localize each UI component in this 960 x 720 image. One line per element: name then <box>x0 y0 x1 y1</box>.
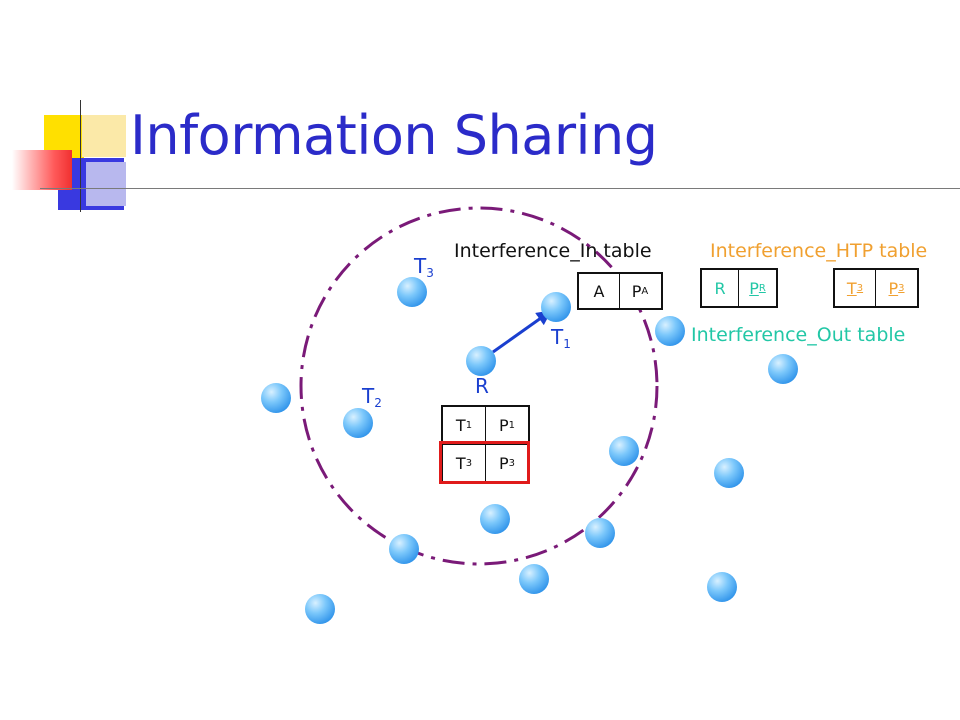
label-t1: T1 <box>551 325 571 351</box>
link-arrow <box>492 310 552 354</box>
node <box>714 458 744 488</box>
highlight-box <box>439 441 530 484</box>
node <box>389 534 419 564</box>
node <box>519 564 549 594</box>
label-r: R <box>475 374 489 398</box>
decor-pale-square <box>82 115 126 157</box>
sensor-nodes <box>261 277 798 624</box>
node-r <box>466 346 496 376</box>
label-t3: T3 <box>414 254 434 280</box>
node-t3 <box>397 277 427 307</box>
interference-out-label: Interference_Out table <box>691 324 906 346</box>
in-table-cell: A <box>593 281 605 301</box>
interference-range-circle <box>299 206 659 566</box>
node-t2 <box>343 408 373 438</box>
htp-cell: R <box>714 278 726 298</box>
node-t1 <box>541 292 571 322</box>
node <box>585 518 615 548</box>
node <box>261 383 291 413</box>
decor-red-streak <box>12 150 72 190</box>
interference-in-label: Interference_In table <box>454 240 652 262</box>
node <box>480 504 510 534</box>
node <box>609 436 639 466</box>
node <box>305 594 335 624</box>
node <box>707 572 737 602</box>
node <box>655 316 685 346</box>
page-title: Information Sharing <box>130 104 658 167</box>
title-rule <box>40 188 960 189</box>
decor-vertical-line <box>80 100 81 212</box>
interference-htp-label: Interference_HTP table <box>710 240 928 262</box>
node <box>768 354 798 384</box>
label-t2: T2 <box>362 384 382 410</box>
decor-lilac-square <box>86 162 126 206</box>
